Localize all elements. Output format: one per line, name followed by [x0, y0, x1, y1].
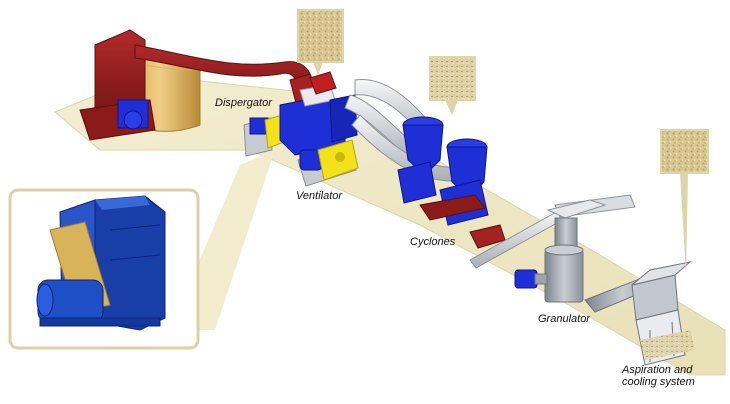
sawdust-photo-1: [297, 9, 344, 75]
feeder-machine: [117, 99, 149, 130]
inset-machine-photo: [8, 188, 200, 350]
dispergator-unit: [243, 71, 358, 157]
aspiration-cooling-label: Aspiration and cooling system: [622, 364, 695, 388]
sawdust-photo-2: [429, 56, 476, 115]
aspiration-cooling-unit: [584, 261, 695, 366]
ventilator-label: Ventilator: [296, 190, 343, 202]
cyclones-unit: [397, 116, 506, 249]
granulator-label: Granulator: [538, 313, 590, 325]
cyclones-label: Cyclones: [410, 236, 456, 248]
sawdust-photo-3: [660, 129, 709, 275]
ventilator-unit: [297, 139, 359, 187]
granulator-unit: [514, 199, 607, 303]
dispergator-label: Dispergator: [215, 97, 272, 109]
